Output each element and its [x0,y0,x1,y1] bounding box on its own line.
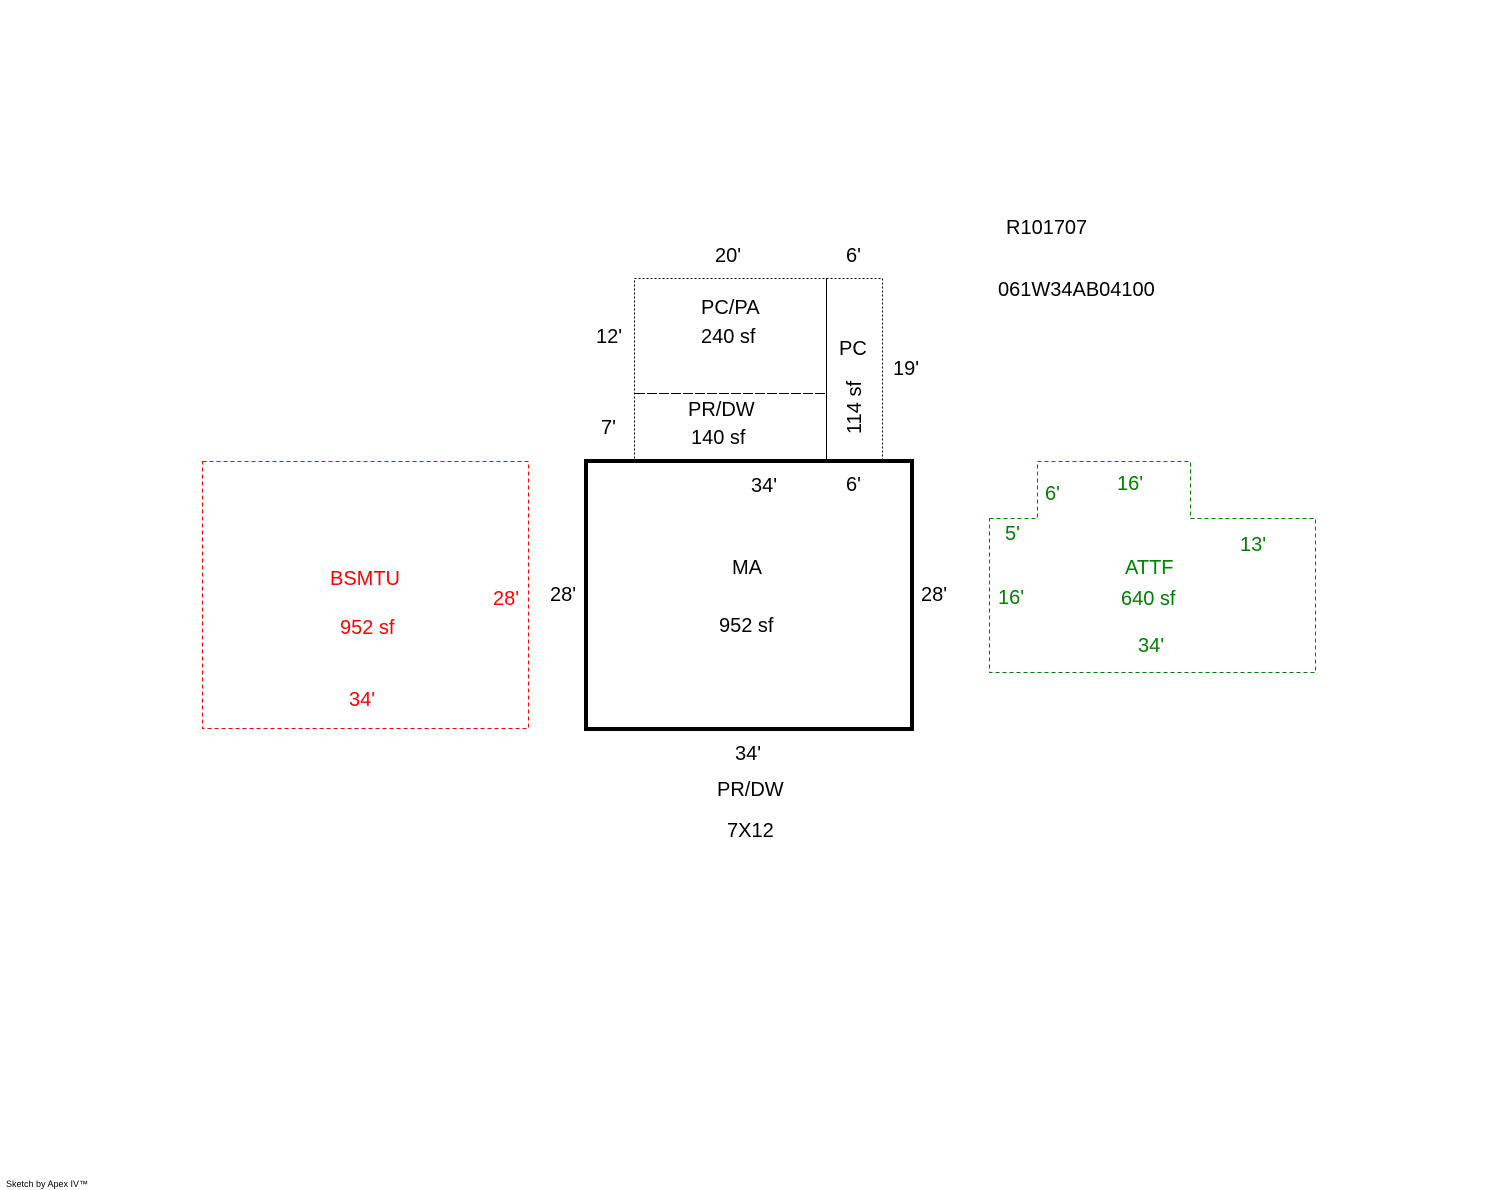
pc-pa-area: 240 sf [701,326,756,348]
attf-right-dim: 13' [1240,534,1266,556]
ma-code: MA [732,557,763,579]
attf-code: ATTF [1125,557,1174,579]
attf-step-dim: 6' [1045,483,1060,505]
pc-pa-depth-dim: 12' [596,326,622,348]
note-size: 7X12 [727,820,774,842]
attf-left-top-dim: 5' [1005,523,1020,545]
bsmtu-code: BSMTU [330,568,400,590]
map-number: 061W34AB04100 [998,279,1155,301]
bsmtu-side-dim: 28' [493,588,519,610]
pr-dw-depth-dim: 7' [601,417,616,439]
pr-dw-top-area: 140 sf [691,427,746,449]
parcel-id: R101707 [1006,217,1087,239]
attf-top-dim: 16' [1117,473,1143,495]
pc-pa-code: PC/PA [701,297,760,319]
pr-dw-top-code: PR/DW [688,399,755,421]
pc-width-dim: 6' [846,245,861,267]
note-code: PR/DW [717,779,784,801]
ma-area: 952 sf [719,615,774,637]
attf-left-dim: 16' [998,587,1024,609]
attf-bottom-dim: 34' [1138,635,1164,657]
pc-pa-width-dim: 20' [715,245,741,267]
attf-area: 640 sf [1121,588,1176,610]
basement-outline [202,461,529,729]
ma-top-right-dim: 6' [846,474,861,496]
main-area-outline [584,459,914,731]
ma-top-dim: 34' [751,475,777,497]
pc-area: 114 sf [844,381,866,434]
pc-code: PC [839,338,867,360]
footer-credit: Sketch by Apex IV™ [6,1179,88,1189]
bsmtu-area: 952 sf [340,617,395,639]
ma-left-dim: 28' [550,584,576,606]
pc-depth-dim: 19' [893,358,919,380]
bsmtu-bottom-dim: 34' [349,689,375,711]
ma-right-dim: 28' [921,584,947,606]
garage-outline [989,461,1316,673]
ma-bottom-dim: 34' [735,743,761,765]
